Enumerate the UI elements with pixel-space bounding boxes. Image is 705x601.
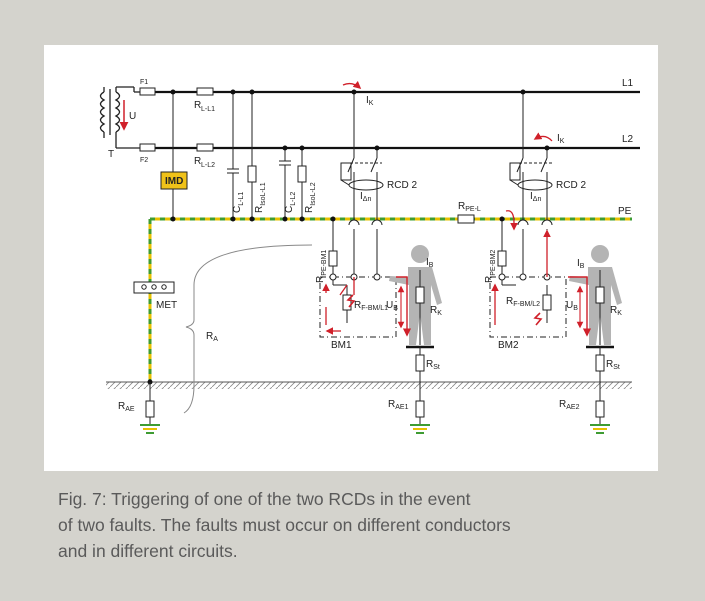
- resistor-rl-l1: [196, 87, 214, 96]
- resistor-rl-l2: [196, 143, 214, 152]
- rst2-label: RSt: [606, 359, 620, 371]
- ground-hatch: [106, 382, 632, 389]
- caption-line-2: of two faults. The faults must occur on …: [58, 515, 511, 535]
- ib2-arrow: [568, 276, 592, 337]
- ik1-label: IK: [366, 95, 374, 107]
- pe-label: PE: [618, 206, 632, 217]
- idn-1-label: IΔn: [360, 191, 371, 203]
- resistor-rk2: [595, 286, 605, 304]
- rcd-2: [509, 92, 553, 226]
- rcd-1: [340, 92, 384, 226]
- rk1-label: RK: [430, 305, 442, 317]
- bm2-flash: [533, 312, 543, 326]
- idn-2-label: IΔn: [530, 191, 541, 203]
- rae2-label: RAE2: [559, 399, 580, 411]
- rk2-label: RK: [610, 305, 622, 317]
- rae-label: RAE: [118, 401, 135, 413]
- resistor-rpe-l: [457, 214, 475, 224]
- resistor-rst2: [595, 354, 605, 372]
- bm2-label: BM2: [498, 340, 519, 351]
- rst1-label: RSt: [426, 359, 440, 371]
- rl-l1-sub: L-L1: [201, 106, 215, 113]
- ib2-label: IB: [577, 258, 585, 270]
- ra-brace: [183, 244, 313, 414]
- c-l-l2-label: CL-L2: [284, 192, 297, 213]
- resistor-rae: [145, 400, 155, 418]
- rf-bm1-label: RF-BM/L1: [354, 300, 388, 312]
- rl-l2-sub: L-L2: [201, 162, 215, 169]
- bm2-pe-arrow: [505, 210, 518, 231]
- met-label: MET: [156, 300, 177, 311]
- ub1-label: UB: [386, 300, 398, 312]
- rl-l2-label: R: [194, 156, 201, 167]
- u-label: U: [129, 111, 136, 122]
- l1-label: L1: [622, 78, 634, 89]
- ub2-label: UB: [566, 300, 578, 312]
- rae1-label: RAE1: [388, 399, 409, 411]
- ib1-label: IB: [426, 257, 434, 269]
- rl-l1-label: R: [194, 100, 201, 111]
- circuit-diagram: U T L1 L2 F1 F2 R L-L1 R L-L2 PE: [99, 78, 640, 434]
- ib1-arrow: [396, 276, 412, 337]
- rpe-bm2-label: RPE-BM2: [484, 250, 497, 283]
- r-isol-l2-label: RIsoL-L2: [304, 182, 317, 213]
- transformer-label: T: [108, 149, 114, 160]
- imd-device: [160, 171, 188, 190]
- fuse-f2: [139, 143, 156, 152]
- equipment-bm2: [489, 219, 567, 338]
- caption-line-1: Fig. 7: Triggering of one of the two RCD…: [58, 489, 471, 509]
- figure-caption: Fig. 7: Triggering of one of the two RCD…: [58, 486, 678, 564]
- resistor-rae2: [595, 400, 605, 418]
- resistor-rae1: [415, 400, 425, 418]
- ra-label: RA: [206, 331, 218, 343]
- person-2: [569, 245, 622, 345]
- resistor-rst1: [415, 354, 425, 372]
- fuse-f1: [139, 87, 156, 96]
- diagram-panel: U T L1 L2 F1 F2 R L-L1 R L-L2 PE: [44, 45, 658, 471]
- transformer: [99, 86, 142, 149]
- bm1-flash: [346, 294, 356, 308]
- rpe-bm1-label: RPE-BM1: [315, 250, 328, 283]
- earth-symbol-2: [590, 424, 610, 434]
- f2-label: F2: [140, 157, 148, 164]
- imd-label: IMD: [165, 176, 183, 187]
- earth-symbol-main: [140, 424, 160, 434]
- pe-conductor: [148, 217, 632, 382]
- bm1-fault-path: [339, 277, 355, 296]
- caption-line-3: and in different circuits.: [58, 541, 238, 561]
- rf-bm2-label: RF-BM/L2: [506, 296, 540, 308]
- rcd-2-label: RCD 2: [556, 180, 586, 191]
- f1-label: F1: [140, 79, 148, 86]
- earth-symbol-1: [410, 424, 430, 434]
- equipment-bm1: [319, 219, 397, 338]
- rcd-1-label: RCD 2: [387, 180, 417, 191]
- rpe-l-label: RPE-L: [458, 201, 481, 213]
- bm1-label: BM1: [331, 340, 352, 351]
- l2-label: L2: [622, 134, 634, 145]
- resistor-rk1: [415, 286, 425, 304]
- ik2-label: IK: [557, 133, 565, 145]
- ik1-arrow: [342, 80, 362, 90]
- ik2-arrow: [533, 132, 553, 142]
- c-l-l1-label: CL-L1: [232, 192, 245, 213]
- leakage-network: [227, 92, 307, 219]
- r-isol-l1-label: RIsoL-L1: [254, 182, 267, 213]
- person-1: [389, 245, 442, 345]
